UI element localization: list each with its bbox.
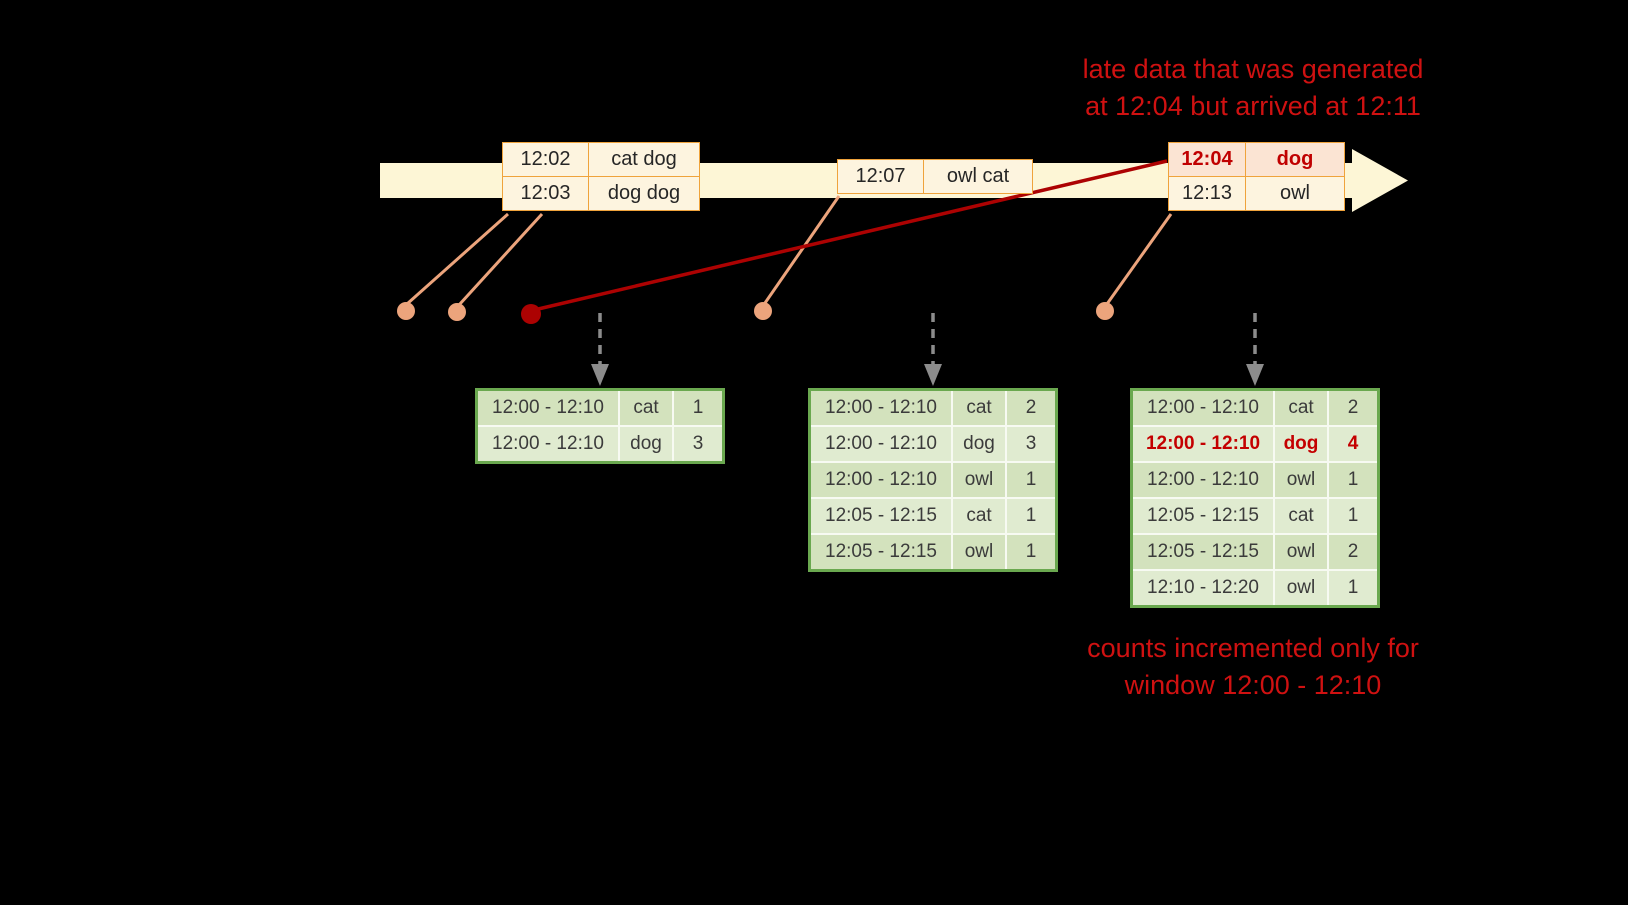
result-window: 12:00 - 12:10 (811, 463, 951, 497)
result-window: 12:00 - 12:10 (1133, 463, 1273, 497)
result-word: cat (1275, 391, 1327, 425)
result-count: 2 (1007, 391, 1055, 425)
result-count: 1 (674, 391, 722, 425)
result-window: 12:00 - 12:10 (811, 391, 951, 425)
result-table-2: 12:00 - 12:10 cat 2 12:00 - 12:10 dog 3 … (808, 388, 1058, 572)
result-count-updated: 4 (1329, 427, 1377, 461)
result-count: 3 (674, 427, 722, 461)
event-words: dog dog (589, 177, 699, 210)
result-window: 12:00 - 12:10 (1133, 391, 1273, 425)
result-word: owl (1275, 571, 1327, 605)
result-word: dog (953, 427, 1005, 461)
late-data-note-line1: late data that was generated (1082, 54, 1424, 84)
result-word: owl (1275, 463, 1327, 497)
result-word: cat (953, 499, 1005, 533)
event-time: 12:13 (1169, 177, 1245, 210)
trigger-arrowhead (924, 364, 942, 386)
result-count: 2 (1329, 535, 1377, 569)
trigger-arrowhead (1246, 364, 1264, 386)
event-drop-line (1105, 213, 1173, 305)
event-table-3: 12:04 dog 12:13 owl (1168, 142, 1345, 211)
result-table-3: 12:00 - 12:10 cat 2 12:00 - 12:10 dog 4 … (1130, 388, 1380, 608)
result-count: 1 (1329, 571, 1377, 605)
result-window-updated: 12:00 - 12:10 (1133, 427, 1273, 461)
late-data-note-line2: at 12:04 but arrived at 12:11 (1085, 91, 1421, 121)
event-drop-line (457, 212, 544, 307)
result-word: dog (620, 427, 672, 461)
event-time: 12:02 (503, 143, 588, 176)
result-window: 12:05 - 12:15 (811, 499, 951, 533)
counts-note-line2: window 12:00 - 12:10 (1124, 670, 1382, 700)
late-data-dot (521, 304, 541, 324)
result-window: 12:00 - 12:10 (478, 427, 618, 461)
result-count: 2 (1329, 391, 1377, 425)
event-dot (754, 302, 772, 320)
result-count: 1 (1329, 499, 1377, 533)
event-dot (1096, 302, 1114, 320)
event-words: owl (1246, 177, 1344, 210)
event-table-1: 12:02 cat dog 12:03 dog dog (502, 142, 700, 211)
event-drop-line (763, 195, 841, 304)
result-count: 3 (1007, 427, 1055, 461)
result-window: 12:05 - 12:15 (811, 535, 951, 569)
result-window: 12:05 - 12:15 (1133, 535, 1273, 569)
event-table-2: 12:07 owl cat (837, 159, 1033, 194)
result-window: 12:00 - 12:10 (478, 391, 618, 425)
event-words: cat dog (589, 143, 699, 176)
late-data-note: late data that was generated at 12:04 bu… (953, 51, 1553, 125)
event-drop-line (406, 212, 509, 306)
result-word: owl (953, 463, 1005, 497)
counts-note: counts incremented only for window 12:00… (953, 630, 1553, 704)
event-time: 12:07 (838, 160, 923, 193)
result-count: 1 (1007, 535, 1055, 569)
result-count: 1 (1329, 463, 1377, 497)
result-count: 1 (1007, 463, 1055, 497)
result-word-updated: dog (1275, 427, 1327, 461)
late-event-words: dog (1246, 143, 1344, 176)
event-time: 12:03 (503, 177, 588, 210)
result-word: cat (953, 391, 1005, 425)
result-word: cat (1275, 499, 1327, 533)
result-window: 12:00 - 12:10 (811, 427, 951, 461)
result-window: 12:05 - 12:15 (1133, 499, 1273, 533)
counts-note-line1: counts incremented only for (1087, 633, 1419, 663)
late-event-time: 12:04 (1169, 143, 1245, 176)
result-window: 12:10 - 12:20 (1133, 571, 1273, 605)
result-word: owl (1275, 535, 1327, 569)
event-dot (397, 302, 415, 320)
late-data-line (533, 159, 1168, 312)
result-table-1: 12:00 - 12:10 cat 1 12:00 - 12:10 dog 3 (475, 388, 725, 464)
result-word: owl (953, 535, 1005, 569)
result-count: 1 (1007, 499, 1055, 533)
result-word: cat (620, 391, 672, 425)
event-words: owl cat (924, 160, 1032, 193)
trigger-arrowhead (591, 364, 609, 386)
event-dot (448, 303, 466, 321)
